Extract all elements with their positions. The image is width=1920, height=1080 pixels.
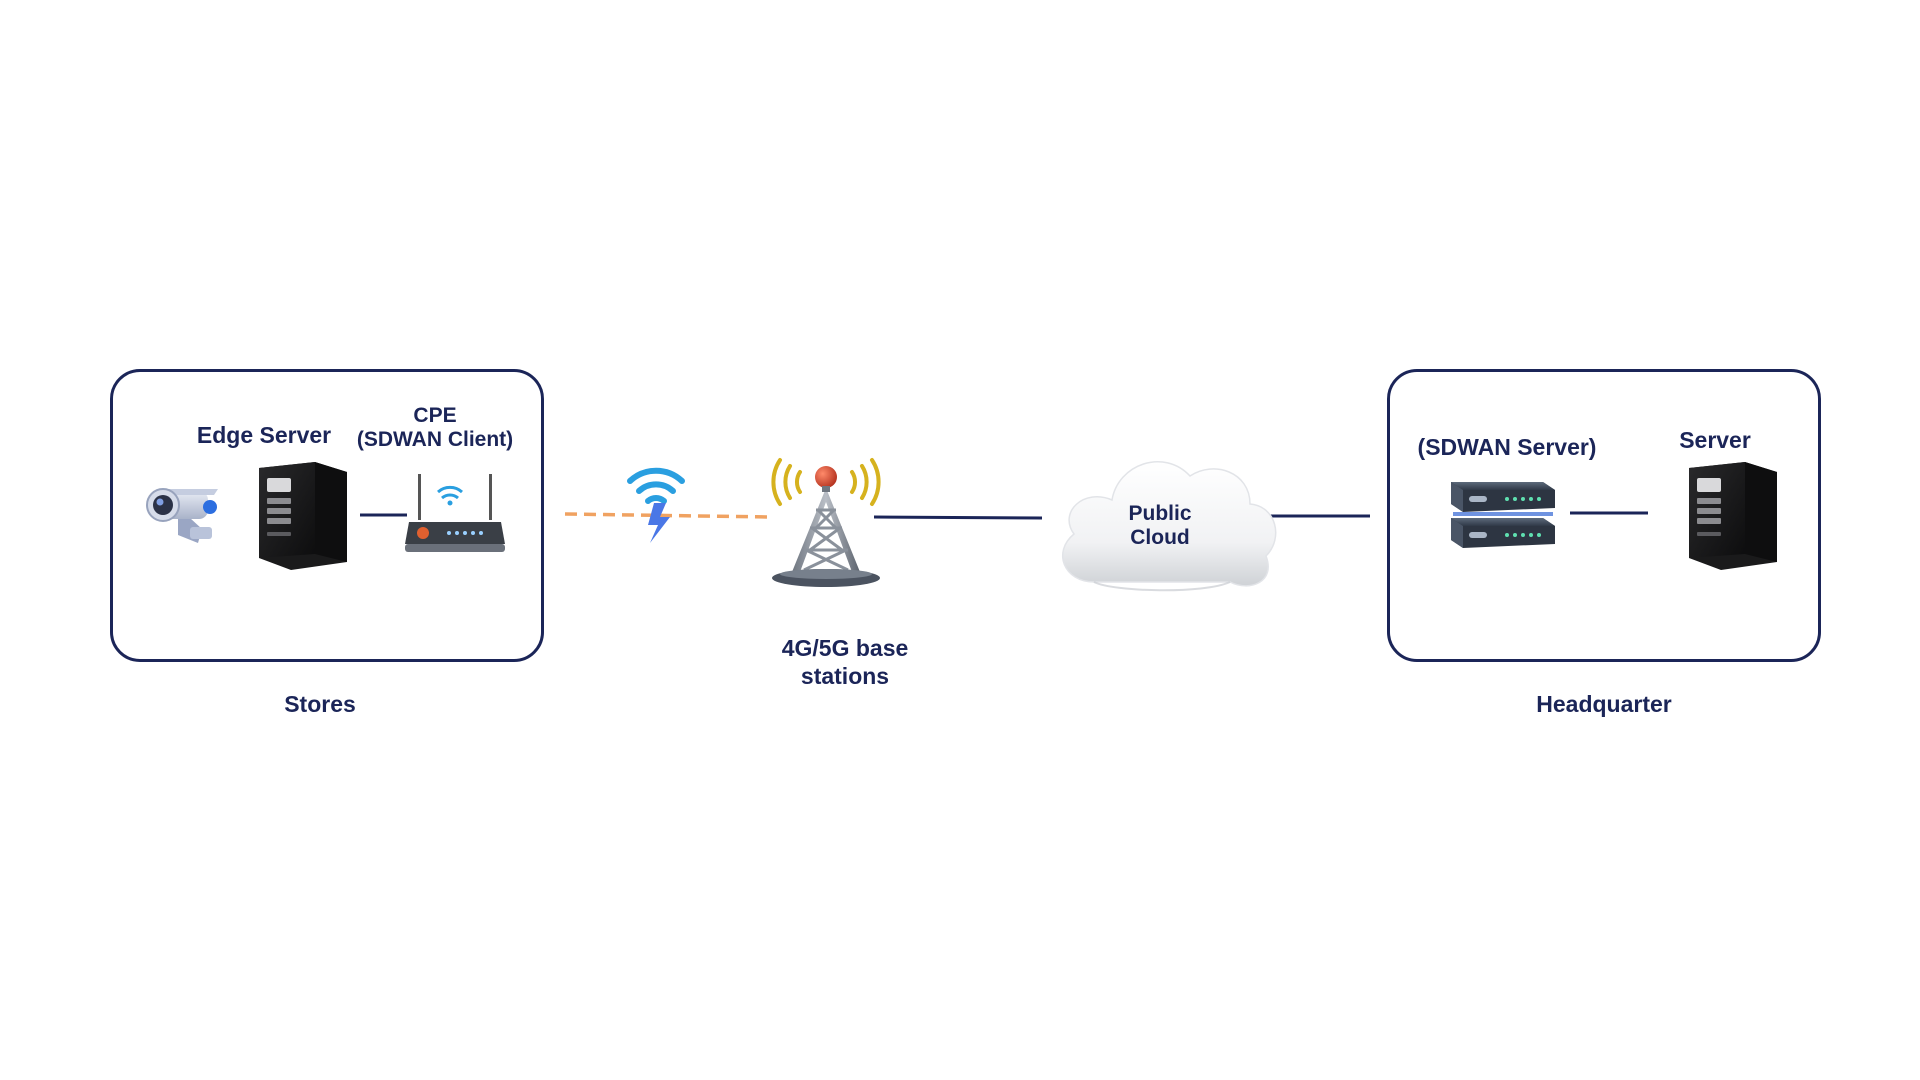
server-icon	[1689, 462, 1777, 570]
base-station-label: 4G/5G base stations	[740, 634, 950, 690]
wireless-signal-icon	[627, 467, 685, 543]
cell-tower-icon	[771, 458, 881, 587]
headquarter-box	[1387, 369, 1821, 662]
server-label: Server	[1679, 427, 1751, 453]
sdwan-server-icon	[1451, 482, 1555, 548]
cpe-label-line2: (SDWAN Client)	[356, 428, 514, 452]
cloud-label-line2: Cloud	[1130, 526, 1190, 550]
cpe-label-line1: CPE	[413, 404, 457, 427]
edge-server-icon	[259, 462, 347, 570]
link-tower-to-cloud	[873, 515, 1043, 520]
base-station-label-line2: stations	[800, 663, 890, 690]
cloud-icon	[1062, 461, 1277, 592]
stores-title: Stores	[284, 691, 356, 717]
link-cpe-to-tower-wireless	[564, 512, 771, 519]
stores-box	[110, 369, 544, 662]
cloud-label-line1: Public	[1128, 502, 1192, 525]
edge-server-label: Edge Server	[196, 422, 332, 448]
router-icon	[405, 474, 505, 552]
headquarter-title: Headquarter	[1536, 691, 1672, 717]
sdwan-server-label: (SDWAN Server)	[1417, 434, 1597, 460]
cpe-label: CPE (SDWAN Client)	[340, 404, 530, 452]
cloud-label: Public Cloud	[1100, 502, 1220, 550]
base-station-label-line1: 4G/5G base	[781, 635, 909, 661]
camera-icon	[146, 488, 218, 543]
